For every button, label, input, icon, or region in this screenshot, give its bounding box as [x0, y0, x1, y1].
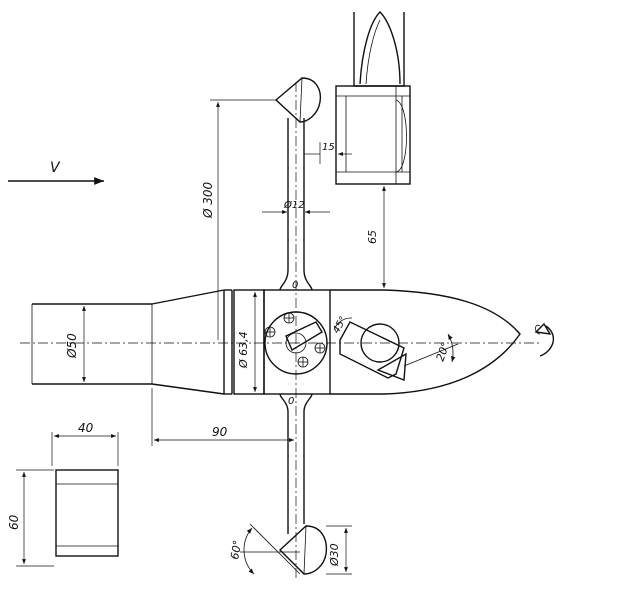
rotation-arrow	[534, 322, 555, 357]
dim-len-40: 40	[51, 421, 119, 466]
dim-dia-30-label: Ø30	[328, 543, 341, 567]
block-detail	[55, 469, 119, 557]
nose-cone: 45° 20°	[330, 289, 521, 395]
velocity-arrow: V	[8, 160, 104, 185]
upper-arm: 0	[274, 77, 322, 291]
dim-len-65-label: 65	[366, 230, 379, 244]
dim-dia-12: Ø12	[262, 199, 330, 214]
velocity-label: V	[50, 160, 61, 176]
angle-20-label: 20°	[434, 340, 453, 363]
dim-dia-50-label: Ø50	[65, 333, 79, 359]
dim-len-15-label: 15	[322, 142, 335, 153]
dim-len-60-label: 60	[7, 514, 21, 530]
mark-top: 0	[292, 280, 298, 291]
dim-dia-12-label: Ø12	[283, 199, 305, 211]
dim-dia-300: Ø 300	[201, 99, 276, 340]
dim-len-40-label: 40	[78, 421, 94, 435]
dim-dia-63-4: Ø 63,4	[237, 292, 257, 392]
hub-body	[233, 289, 331, 395]
dim-dia-50: Ø50	[65, 306, 86, 382]
dim-len-65: 65	[366, 186, 386, 288]
dim-len-15: 15	[304, 142, 352, 164]
dim-len-90: 90	[151, 388, 294, 446]
tapered-adapter	[151, 289, 233, 395]
sensor-holder	[335, 11, 411, 185]
angle-60-label: 60°	[228, 539, 244, 560]
lower-arm: 0	[278, 393, 328, 575]
dim-dia-30: Ø30	[326, 525, 352, 575]
dim-angle-60: 60°	[228, 523, 301, 575]
angle-45-label: 45°	[331, 315, 349, 336]
mark-bottom: 0	[288, 396, 294, 407]
dim-len-60: 60	[7, 469, 54, 567]
dim-dia-63-4-label: Ø 63,4	[237, 331, 250, 369]
dim-dia-300-label: Ø 300	[201, 181, 215, 219]
left-tube	[31, 303, 153, 385]
dim-len-90-label: 90	[212, 425, 228, 439]
